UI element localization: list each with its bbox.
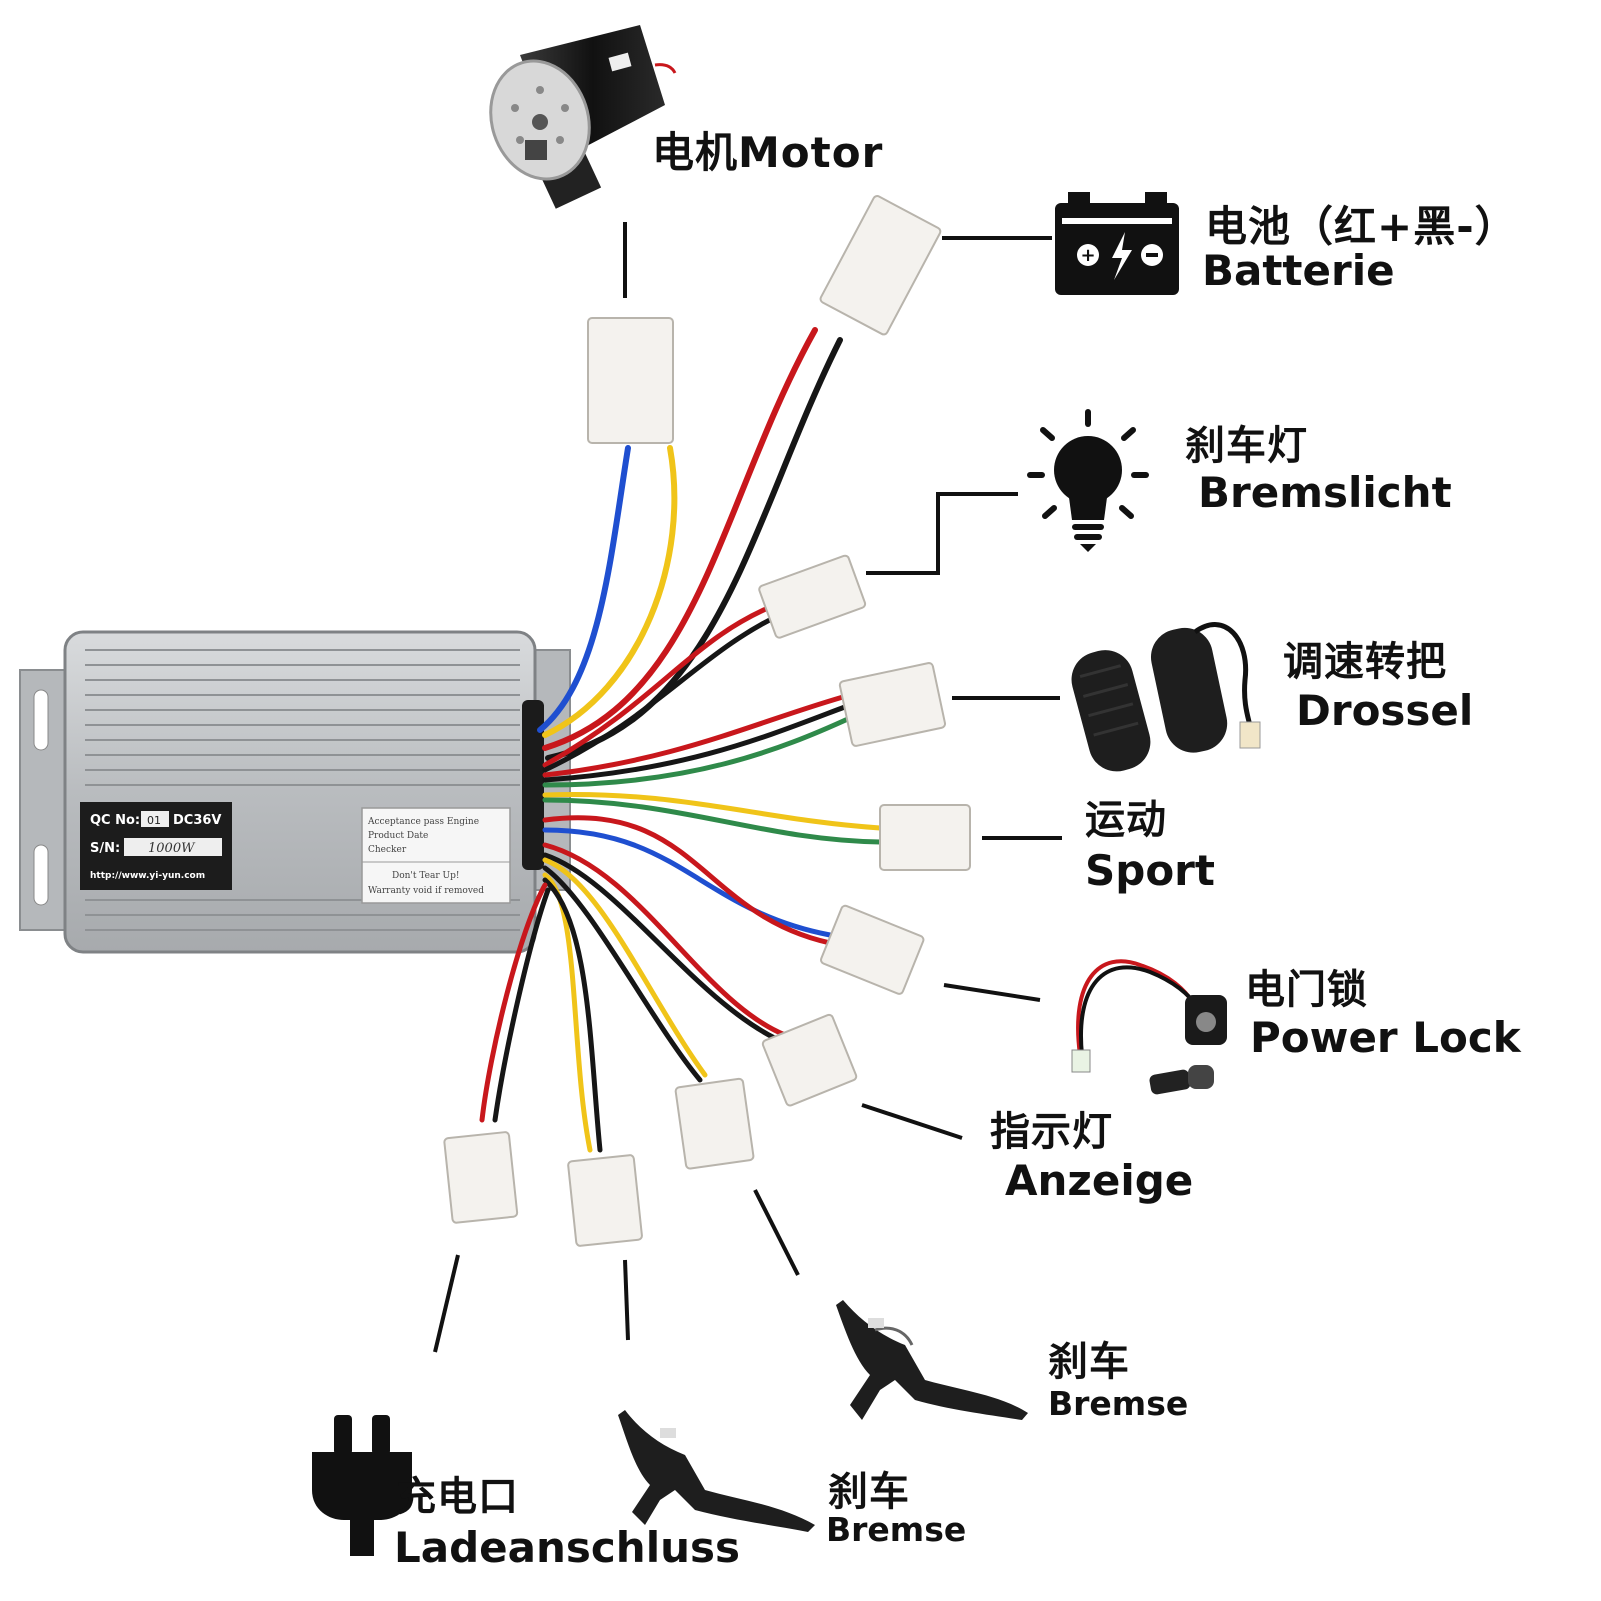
label-brake2-de: Bremse xyxy=(826,1510,967,1549)
label-powerlock-de: Power Lock xyxy=(1250,1013,1521,1062)
sn-value: 1000W xyxy=(148,841,196,856)
sport-connector xyxy=(879,804,971,871)
battery-connector xyxy=(819,195,942,336)
brake-lever-icon-1 xyxy=(836,1300,1028,1420)
connectors xyxy=(443,195,971,1247)
battery-icon: + xyxy=(1055,192,1179,295)
brake1-connector xyxy=(674,1077,755,1170)
label-brake1-zh: 刹车 xyxy=(1048,1339,1130,1385)
motor-icon xyxy=(489,25,677,209)
voltage-value: DC36V xyxy=(173,813,221,828)
svg-text:Warranty void if removed: Warranty void if removed xyxy=(368,886,484,896)
svg-text:+: + xyxy=(1080,245,1095,266)
plug-icon xyxy=(312,1415,412,1556)
label-sport-zh: 运动 xyxy=(1085,797,1167,843)
label-brakelight-zh: 刹车灯 xyxy=(1185,423,1308,469)
brakelight-connector xyxy=(758,554,867,639)
brake2-connector xyxy=(567,1154,643,1247)
sn-label: S/N: xyxy=(90,841,120,856)
bulb-icon xyxy=(1027,409,1149,552)
label-charge-de: Ladeanschluss xyxy=(394,1523,740,1572)
label-charge-zh: 充电口 xyxy=(396,1474,519,1520)
svg-text:Checker: Checker xyxy=(368,845,407,855)
label-brake2-zh: 刹车 xyxy=(828,1469,910,1515)
label-motor: 电机Motor xyxy=(652,128,884,177)
svg-text:Acceptance pass Engine: Acceptance pass Engine xyxy=(367,817,479,827)
label-brakelight-de: Bremslicht xyxy=(1198,468,1452,517)
svg-text:Don't Tear Up!: Don't Tear Up! xyxy=(392,871,460,881)
throttle-connector xyxy=(838,662,947,747)
label-brake1-de: Bremse xyxy=(1048,1384,1189,1423)
label-powerlock-zh: 电门锁 xyxy=(1245,967,1368,1013)
throttle-grips-icon xyxy=(1071,622,1261,772)
brake-lever-icon-2 xyxy=(618,1410,815,1532)
wire-bundle xyxy=(479,327,883,1153)
label-indicator-de: Anzeige xyxy=(1005,1156,1194,1205)
powerlock-connector xyxy=(820,904,925,995)
label-sport-de: Sport xyxy=(1085,846,1215,895)
motor-connector xyxy=(587,317,674,444)
qc-label: QC No: xyxy=(90,813,140,828)
website-text: http://www.yi-yun.com xyxy=(90,871,205,881)
charge-connector xyxy=(443,1131,519,1224)
svg-text:Product Date: Product Date xyxy=(368,831,428,841)
label-battery-de: Batterie xyxy=(1202,246,1395,295)
label-indicator-zh: 指示灯 xyxy=(990,1109,1113,1155)
controller-box: QC No: 01 DC36V S/N: 1000W http://www.yi… xyxy=(19,630,571,954)
label-throttle-de: Drossel xyxy=(1296,686,1474,735)
warranty-sticker xyxy=(361,807,511,904)
leader-lines xyxy=(433,222,1062,1353)
qc-value: 01 xyxy=(147,814,161,827)
label-battery-zh: 电池（红+黑-） xyxy=(1205,202,1518,251)
indicator-connector xyxy=(761,1013,858,1107)
label-throttle-zh: 调速转把 xyxy=(1283,639,1447,685)
key-switch-icon xyxy=(1071,959,1227,1095)
